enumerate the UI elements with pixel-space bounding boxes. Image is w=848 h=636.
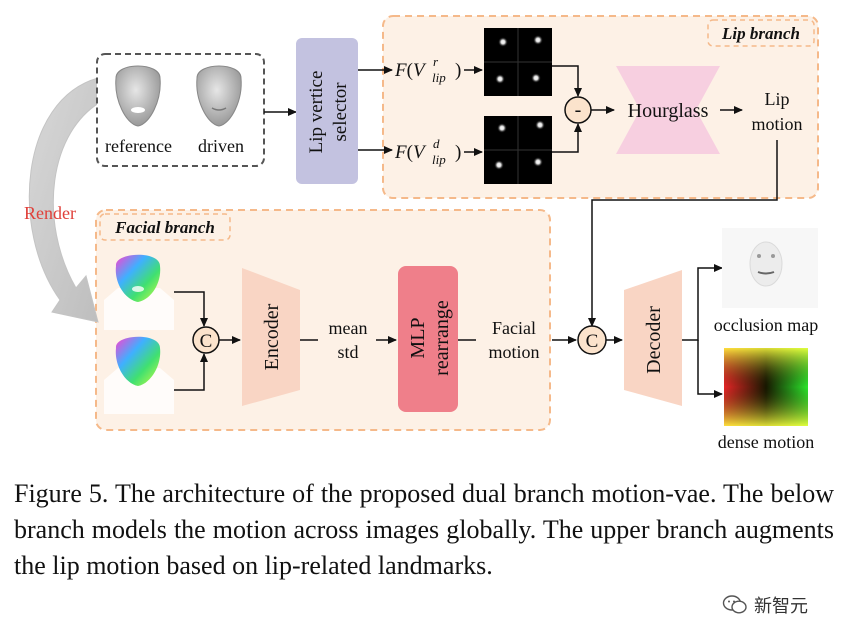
svg-text:lip: lip xyxy=(432,152,446,167)
lip-branch-title: Lip branch xyxy=(721,24,800,43)
concat-symbol: C xyxy=(200,331,213,352)
encoder-block xyxy=(242,268,300,406)
mlp-rearrange-block xyxy=(398,266,458,412)
driven-label: driven xyxy=(198,136,244,156)
facial-branch-title: Facial branch xyxy=(114,218,215,237)
wechat-icon xyxy=(722,595,747,614)
facial-motion-label-1: Facial xyxy=(492,318,536,338)
face-mesh-icon xyxy=(115,336,161,386)
svg-text:F(V: F(V xyxy=(394,142,427,163)
face-render-top xyxy=(104,254,174,330)
lip-vertice-selector xyxy=(296,38,358,184)
lip-motion-label-2: motion xyxy=(751,114,802,134)
watermark: 新智元 xyxy=(722,590,842,620)
facial-branch-tag xyxy=(99,213,231,241)
svg-text:r: r xyxy=(433,54,439,69)
render-label: Render xyxy=(24,203,76,223)
decoder-label: Decoder xyxy=(643,306,665,374)
lip-motion-label-1: Lip xyxy=(765,89,790,109)
svg-text:): ) xyxy=(455,60,461,81)
facial-motion-label-2: motion xyxy=(488,342,539,362)
architecture-diagram: Lip branch Facial branch Render referenc… xyxy=(24,15,819,452)
svg-text:): ) xyxy=(455,142,461,163)
occlusion-map-icon xyxy=(722,228,818,308)
svg-text:lip: lip xyxy=(432,70,446,85)
f-lip-driven-label: F(V d lip ) xyxy=(394,136,461,167)
encoder-label: Encoder xyxy=(261,303,283,370)
mean-label: mean xyxy=(329,318,368,338)
reference-label: reference xyxy=(105,136,172,156)
rearrange-label: rearrange xyxy=(431,300,453,376)
lip-selector-line2: selector xyxy=(330,82,351,142)
decoder-block xyxy=(624,270,682,406)
lip-selector-line1: Lip vertice xyxy=(306,71,327,154)
face-render-bottom xyxy=(104,336,174,414)
dense-motion-label: dense motion xyxy=(718,432,815,452)
hourglass-block xyxy=(616,66,720,154)
hourglass-label: Hourglass xyxy=(628,100,709,122)
heatmap-icon xyxy=(484,116,552,184)
face-mesh-icon xyxy=(115,254,161,302)
face-mesh-icon xyxy=(115,65,161,127)
mlp-label: MLP xyxy=(407,317,429,358)
concat-symbol: C xyxy=(586,331,599,352)
dense-motion-icon xyxy=(724,348,808,426)
render-arrow xyxy=(28,77,105,323)
figure-caption: Figure 5. The architecture of the propos… xyxy=(14,479,834,580)
face-mesh-icon xyxy=(196,65,242,127)
svg-text:d: d xyxy=(433,136,440,151)
subtract-symbol: - xyxy=(575,99,582,121)
heatmap-icon xyxy=(484,28,552,96)
occlusion-map-label: occlusion map xyxy=(714,315,818,335)
std-label: std xyxy=(337,342,358,362)
watermark-text: 新智元 xyxy=(754,596,808,617)
f-lip-reference-label: F(V r lip ) xyxy=(394,54,461,85)
lip-branch-tag xyxy=(707,19,815,47)
svg-text:F(V: F(V xyxy=(394,60,427,81)
